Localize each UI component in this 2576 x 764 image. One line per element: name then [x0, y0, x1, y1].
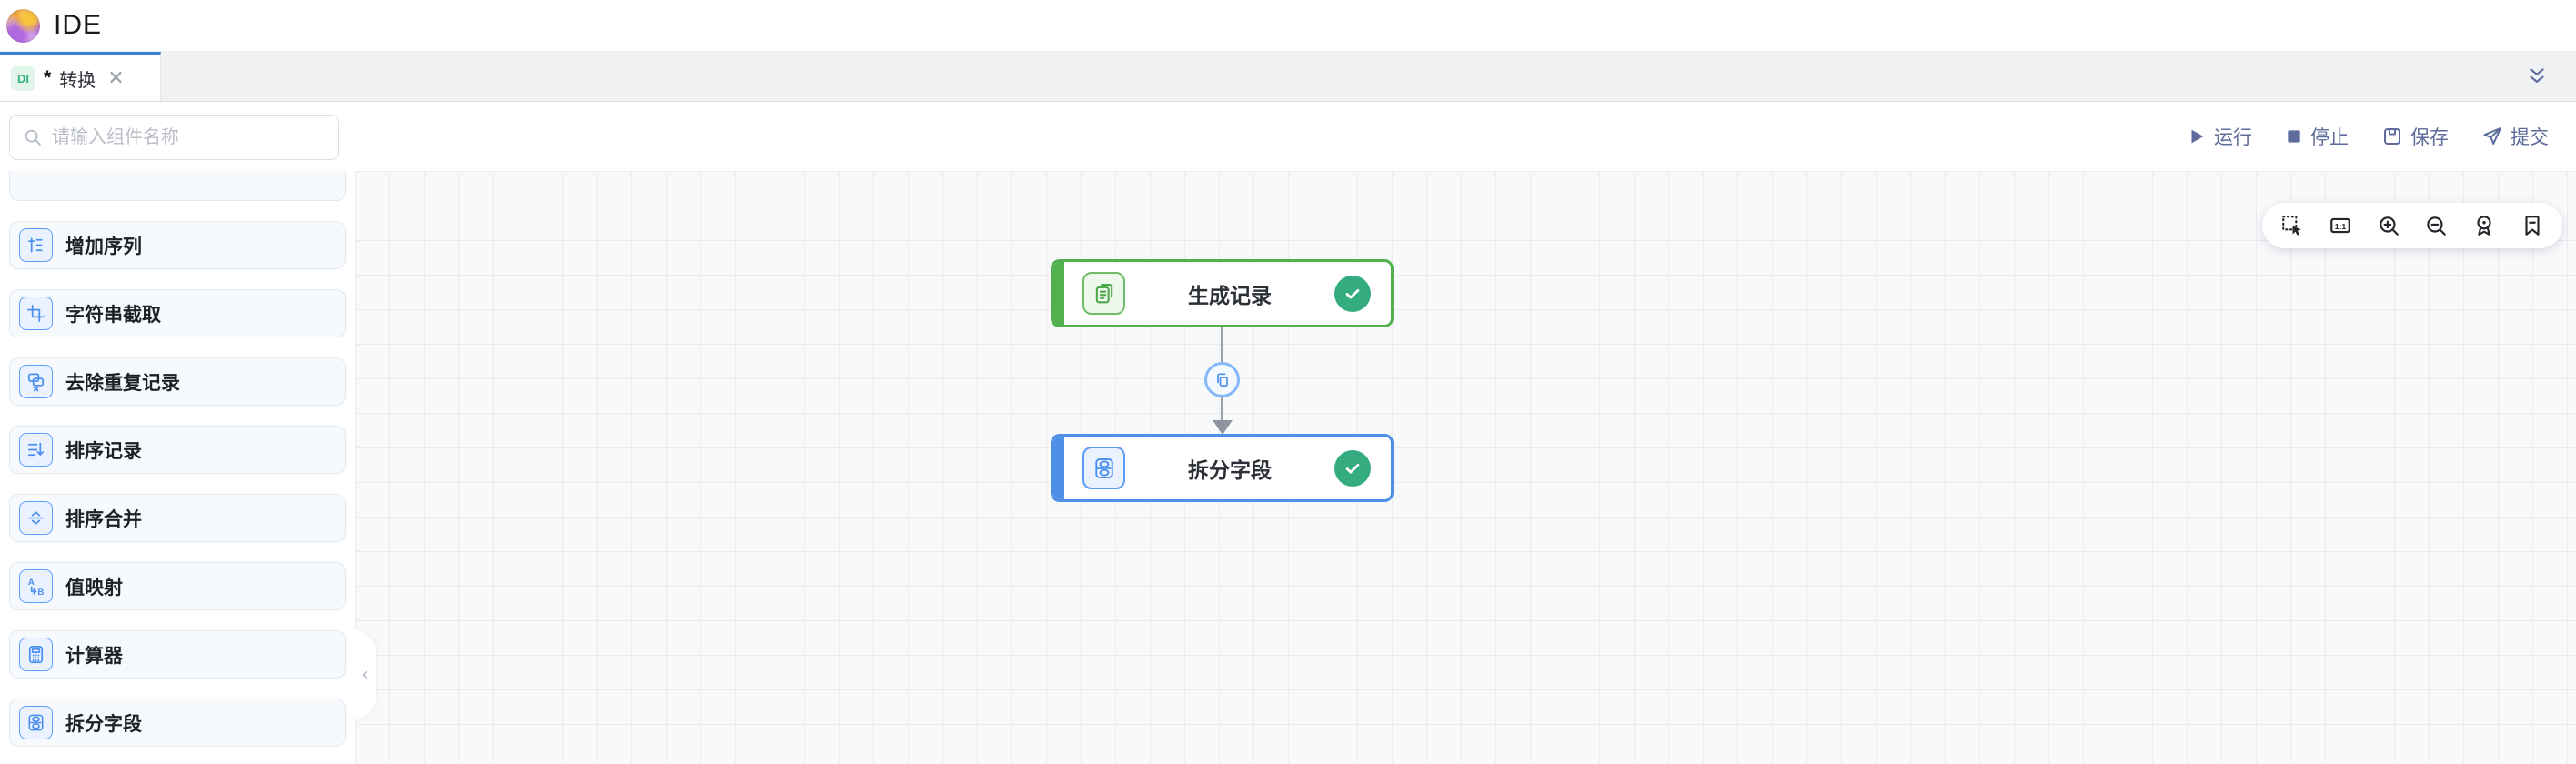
component-label: 值映射: [65, 577, 123, 598]
connection-hop-button[interactable]: [1204, 362, 1240, 397]
split-fields-icon: [19, 706, 53, 739]
sort-merge-icon: [19, 501, 53, 535]
component-label: 计算器: [65, 645, 123, 667]
flow-canvas[interactable]: 生成记录 拆分字段: [355, 171, 2576, 764]
component-item-sort-records[interactable]: 排序记录: [9, 426, 346, 474]
connection-arrow-icon: [1213, 420, 1233, 435]
component-label: 排序记录: [65, 440, 142, 462]
component-item-string-cut[interactable]: 字符串截取: [9, 289, 346, 337]
tab-transform[interactable]: DI * 转换 ✕: [0, 52, 161, 101]
calculator-icon: [19, 638, 53, 671]
locate-icon[interactable]: [2472, 214, 2496, 237]
node-split-fields[interactable]: 拆分字段: [1051, 434, 1394, 502]
app-logo-icon: [6, 8, 40, 43]
svg-text:B: B: [37, 588, 44, 597]
copy-icon: [1216, 373, 1228, 387]
double-chevron-down-icon[interactable]: [2525, 52, 2549, 101]
string-cut-icon: [19, 297, 53, 330]
svg-text:1:1: 1:1: [2335, 222, 2347, 231]
add-sequence-icon: [19, 228, 53, 262]
value-map-icon: A B: [19, 569, 53, 603]
sort-records-icon: [19, 433, 53, 467]
stop-button[interactable]: 停止: [2285, 123, 2349, 150]
component-item-split-fields[interactable]: 拆分字段: [9, 699, 346, 747]
component-item-sort-merge[interactable]: 排序合并: [9, 494, 346, 542]
node-generate-records[interactable]: 生成记录: [1051, 259, 1394, 327]
close-icon[interactable]: ✕: [107, 66, 125, 89]
node-label: 生成记录: [1188, 283, 1272, 307]
bookmark-icon[interactable]: [2521, 214, 2544, 237]
search-input[interactable]: [52, 126, 326, 148]
component-label: 去除重复记录: [65, 372, 180, 394]
submit-label: 提交: [2511, 127, 2549, 148]
zoom-in-icon[interactable]: [2377, 214, 2400, 237]
submit-icon: [2481, 126, 2503, 147]
di-badge: DI: [11, 65, 35, 91]
component-item-add-sequence[interactable]: 增加序列: [9, 221, 346, 269]
app-title: IDE: [54, 10, 103, 40]
component-item-partial[interactable]: [9, 171, 346, 201]
marquee-select-icon[interactable]: [2280, 214, 2304, 237]
node-accent-bar: [1053, 262, 1064, 325]
component-item-calculator[interactable]: 计算器: [9, 630, 346, 679]
svg-text:A: A: [28, 578, 35, 588]
component-search[interactable]: [9, 115, 339, 160]
split-fields-icon: [1082, 447, 1125, 489]
component-label: 字符串截取: [65, 304, 161, 326]
dedupe-icon: [19, 365, 53, 398]
toolbar-row: 运行 停止 保存: [0, 102, 2576, 171]
ratio-1-1-icon[interactable]: 1:1: [2329, 214, 2352, 237]
generate-records-icon: [1082, 272, 1125, 315]
run-actions: 运行 停止 保存: [2187, 102, 2549, 171]
component-item-value-map[interactable]: A B 值映射: [9, 562, 346, 610]
stop-icon: [2285, 127, 2303, 146]
canvas-toolbar: 1:1: [2262, 203, 2562, 248]
component-label: 增加序列: [65, 236, 142, 257]
node-label: 拆分字段: [1188, 457, 1272, 482]
component-item-dedupe[interactable]: 去除重复记录: [9, 357, 346, 406]
stop-label: 停止: [2310, 127, 2349, 148]
node-accent-bar: [1053, 437, 1064, 499]
search-icon: [23, 127, 43, 147]
modified-indicator: *: [44, 67, 52, 88]
zoom-out-icon[interactable]: [2424, 214, 2448, 237]
submit-button[interactable]: 提交: [2481, 123, 2549, 150]
sidebar-collapse-handle[interactable]: [355, 630, 376, 719]
app-header: IDE: [0, 0, 2576, 52]
play-icon: [2187, 126, 2207, 146]
chevron-left-icon: [362, 669, 367, 679]
status-success-icon: [1334, 275, 1371, 312]
tab-label: 转换: [59, 70, 96, 91]
run-label: 运行: [2214, 127, 2252, 148]
component-sidebar: 增加序列 字符串截取 去除重复记录: [0, 171, 355, 764]
component-label: 排序合并: [65, 508, 142, 530]
run-button[interactable]: 运行: [2187, 123, 2252, 150]
save-button[interactable]: 保存: [2381, 123, 2449, 150]
save-icon: [2381, 126, 2403, 147]
tab-bar: DI * 转换 ✕: [0, 52, 2576, 102]
status-success-icon: [1334, 449, 1371, 487]
save-label: 保存: [2410, 127, 2449, 148]
component-label: 拆分字段: [65, 713, 142, 735]
